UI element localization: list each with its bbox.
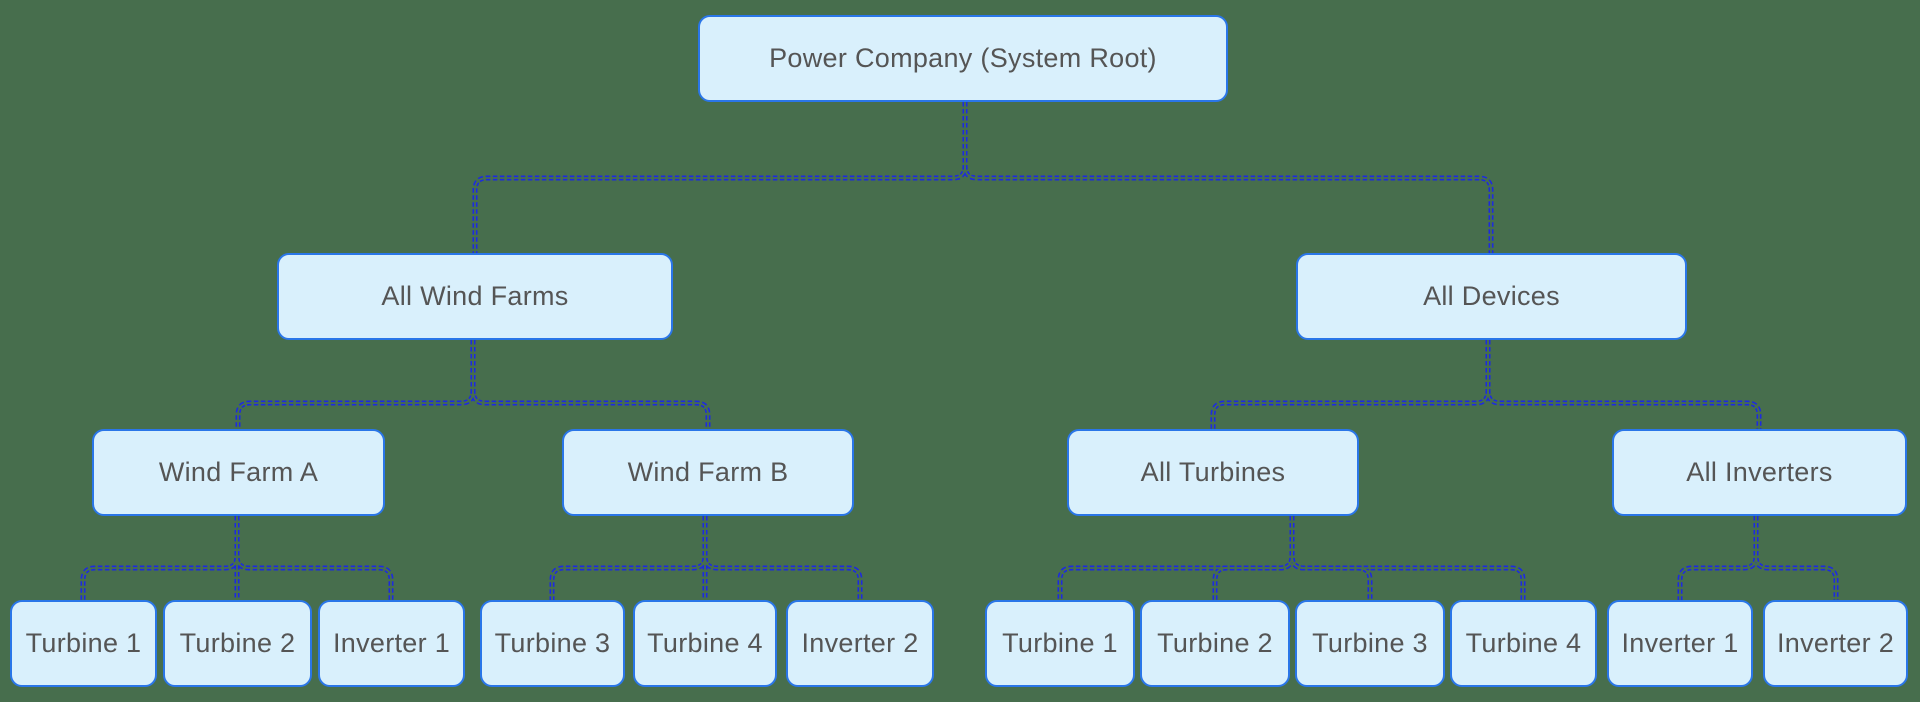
- node-dev-turbine-2: Turbine 2: [1140, 600, 1290, 687]
- node-wf-b-turbine-3: Turbine 3: [480, 600, 625, 687]
- node-all-inverters: All Inverters: [1612, 429, 1907, 516]
- node-wind-farm-a: Wind Farm A: [92, 429, 385, 516]
- node-dev-turbine-4: Turbine 4: [1450, 600, 1597, 687]
- node-wf-b-inverter-2: Inverter 2: [786, 600, 934, 687]
- node-dev-inverter-2: Inverter 2: [1763, 600, 1908, 687]
- node-wind-farm-b: Wind Farm B: [562, 429, 854, 516]
- edge-cores: [82, 101, 1837, 601]
- node-wf-b-turbine-4: Turbine 4: [633, 600, 777, 687]
- node-dev-turbine-1: Turbine 1: [985, 600, 1135, 687]
- node-wf-a-turbine-2: Turbine 2: [163, 600, 312, 687]
- node-all-turbines: All Turbines: [1067, 429, 1359, 516]
- node-dev-inverter-1: Inverter 1: [1607, 600, 1753, 687]
- node-power-company-root: Power Company (System Root): [698, 15, 1228, 102]
- node-wf-a-turbine-1: Turbine 1: [10, 600, 157, 687]
- node-all-wind-farms: All Wind Farms: [277, 253, 673, 340]
- node-wf-a-inverter-1: Inverter 1: [318, 600, 465, 687]
- node-dev-turbine-3: Turbine 3: [1295, 600, 1445, 687]
- node-all-devices: All Devices: [1296, 253, 1687, 340]
